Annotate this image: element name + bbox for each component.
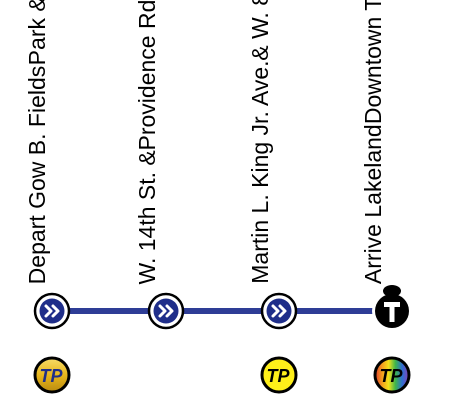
tp-disc xyxy=(33,356,71,394)
double-chevron-icon xyxy=(158,304,174,318)
double-chevron-icon xyxy=(271,304,287,318)
stop-2-marker xyxy=(147,292,185,330)
timepoint-1: TP xyxy=(33,356,71,394)
tp-disc xyxy=(260,356,298,394)
tp-text: TP xyxy=(266,366,290,386)
tp-disc xyxy=(373,356,411,394)
stop-3-marker xyxy=(260,292,298,330)
tp-text: TP xyxy=(379,366,403,386)
tp-text: TP xyxy=(39,366,63,386)
timepoint-3: TP xyxy=(260,356,298,394)
double-chevron-icon xyxy=(44,304,60,318)
stop-1-marker xyxy=(33,292,71,330)
timepoint-4: TP xyxy=(373,356,411,394)
terminal-icon xyxy=(372,285,412,331)
